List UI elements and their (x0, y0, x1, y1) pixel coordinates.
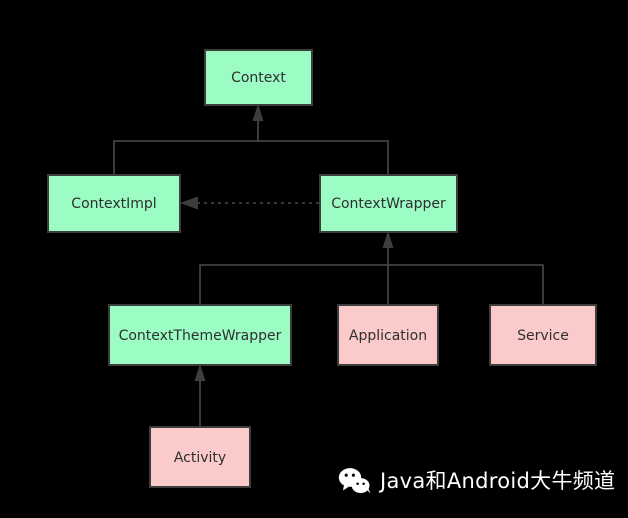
edge-contextthemewrapper-to-contextwrapper (199, 264, 388, 306)
edge-contextwrapper-to-context (258, 140, 389, 176)
class-box[interactable] (149, 426, 251, 488)
nodes-layer: Context ContextImpl ContextWrapper Conte… (47, 49, 597, 488)
association-arrow-icon (180, 196, 198, 210)
class-node-contextwrapper[interactable]: ContextWrapper (319, 174, 458, 233)
edges-layer: ContextImpl (dashed association) --> Con… (113, 104, 544, 428)
generalization-arrow-icon (252, 104, 264, 121)
class-label: Application (349, 328, 427, 344)
class-label: Service (517, 328, 569, 344)
edge-line (199, 264, 388, 306)
class-node-contextimpl[interactable]: ContextImpl (47, 174, 181, 233)
edge-contextimpl-to-context (113, 104, 264, 176)
wechat-logo-icon (338, 468, 371, 494)
class-label: ContextThemeWrapper (119, 328, 282, 344)
edge-line (258, 140, 389, 176)
generalization-arrow-icon (194, 364, 206, 381)
edge-line (388, 264, 544, 306)
class-box[interactable] (489, 304, 597, 366)
watermark-text: Java和Android大牛频道 (380, 468, 616, 493)
class-node-context[interactable]: Context (204, 49, 313, 106)
class-node-application[interactable]: Application (337, 304, 439, 366)
watermark: Java和Android大牛频道 (338, 466, 615, 496)
edge-line (113, 119, 259, 176)
class-box[interactable] (204, 49, 313, 106)
class-box[interactable] (47, 174, 181, 233)
generalization-arrow-icon (382, 231, 394, 248)
class-node-contextthemewrapper[interactable]: ContextThemeWrapper (108, 304, 292, 366)
class-box[interactable] (108, 304, 292, 366)
class-box[interactable] (319, 174, 458, 233)
class-label: ContextImpl (71, 196, 156, 212)
edge-service-to-contextwrapper (388, 264, 544, 306)
edge-activity-to-contextthemewrapper (194, 364, 206, 428)
class-node-activity[interactable]: Activity (149, 426, 251, 488)
class-node-service[interactable]: Service (489, 304, 597, 366)
class-label: ContextWrapper (331, 196, 446, 212)
edge-application-to-contextwrapper (382, 231, 394, 306)
class-box[interactable] (337, 304, 439, 366)
edge-contextwrapper-to-contextimpl (180, 196, 319, 210)
class-label: Context (231, 70, 286, 86)
class-label: Activity (174, 450, 226, 466)
